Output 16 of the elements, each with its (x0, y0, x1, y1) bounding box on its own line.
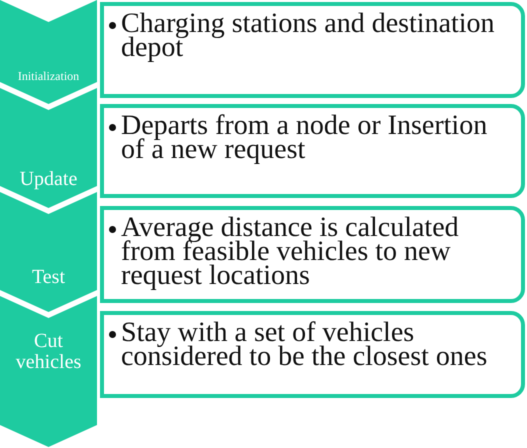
step-label: Initialization (16, 70, 80, 83)
step-label: Test (30, 267, 66, 288)
description-box (100, 206, 525, 303)
chevron-step (0, 0, 97, 104)
step-description: Stay with a set of vehicles considered to be the closest ones (121, 317, 488, 372)
step-description: Charging stations and destination depot (121, 8, 495, 63)
chevron-step (0, 192, 97, 312)
description-box (100, 311, 525, 398)
step-description: Departs from a node or Insertion of a new request (121, 110, 488, 165)
step-description: Average distance is calculated from feasible vehicles to new request locations (121, 212, 459, 291)
chevron-step (0, 296, 97, 447)
step-label: Cut vehicles (14, 331, 82, 373)
description-box (100, 104, 525, 198)
description-box (100, 2, 525, 98)
step-label: Update (18, 169, 78, 190)
chevron-step (0, 88, 97, 208)
